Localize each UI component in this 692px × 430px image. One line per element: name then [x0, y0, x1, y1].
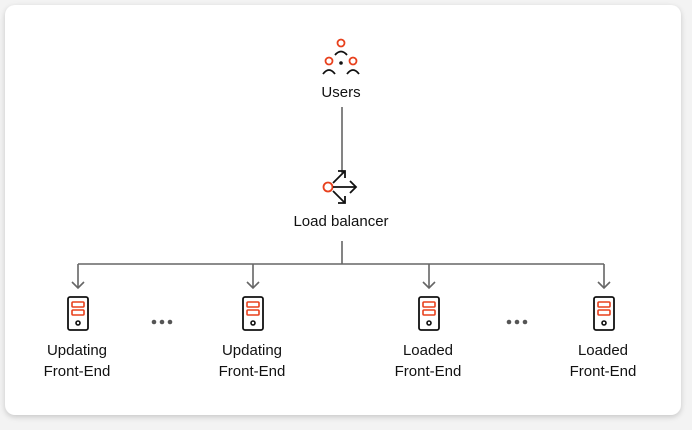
- node-3-status: Loaded: [402, 342, 454, 359]
- node-1-label: Updating Front-End: [17, 340, 137, 382]
- arrow-to-node-3: [422, 264, 436, 290]
- server-icon: [242, 296, 264, 331]
- node-4-role: Front-End: [569, 363, 637, 380]
- more-nodes-ellipsis: [151, 319, 173, 325]
- users-icon: [322, 38, 360, 75]
- node-2-label: Updating Front-End: [192, 340, 312, 382]
- arrow-to-node-4: [597, 264, 611, 290]
- node-2-role: Front-End: [218, 363, 286, 380]
- node-4-status: Loaded: [577, 342, 629, 359]
- server-icon: [418, 296, 440, 331]
- node-1-status: Updating: [46, 342, 108, 359]
- node-3-label: Loaded Front-End: [368, 340, 488, 382]
- node-2-status: Updating: [221, 342, 283, 359]
- arrow-to-node-1: [71, 264, 85, 290]
- node-3-role: Front-End: [394, 363, 462, 380]
- server-icon: [67, 296, 89, 331]
- server-icon: [593, 296, 615, 331]
- load-balancer-icon: [322, 170, 358, 204]
- load-balancer-label: Load balancer: [293, 213, 389, 230]
- node-4-label: Loaded Front-End: [543, 340, 663, 382]
- arrow-to-node-2: [246, 264, 260, 290]
- node-1-role: Front-End: [43, 363, 111, 380]
- users-label: Users: [321, 84, 361, 101]
- more-nodes-ellipsis: [506, 319, 528, 325]
- diagram-card: Users Load balancer Updating Front-End U…: [5, 5, 681, 415]
- diagram-canvas: [67, 38, 615, 331]
